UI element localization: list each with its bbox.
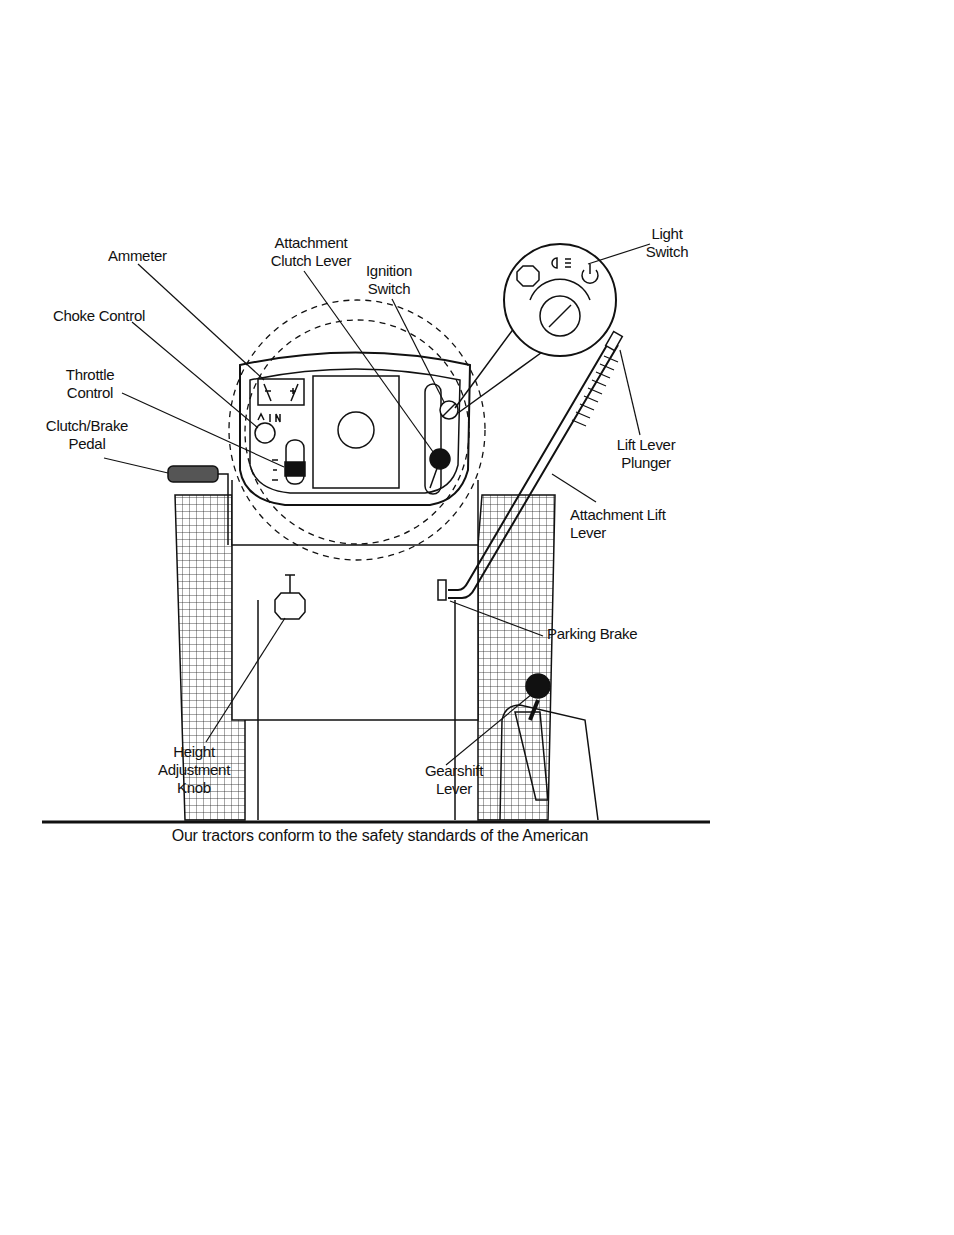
part-label: Ignition Switch — [353, 262, 425, 298]
part-label: Clutch/Brake Pedal — [38, 417, 136, 453]
part-label: Throttle Control — [54, 366, 126, 402]
part-label: Attachment Clutch Lever — [255, 234, 367, 270]
part-label: Choke Control — [53, 307, 173, 325]
footer-text: Our tractors conform to the safety stand… — [100, 826, 660, 846]
part-label: Gearshift Lever — [412, 762, 496, 798]
part-label: Attachment Lift Lever — [570, 506, 688, 542]
part-label: Ammeter — [108, 247, 188, 265]
part-label: Height Adjustment Knob — [143, 743, 245, 797]
part-label: Light Switch — [636, 225, 698, 261]
part-label: Lift Lever Plunger — [600, 436, 692, 472]
part-label: Parking Brake — [547, 625, 677, 643]
